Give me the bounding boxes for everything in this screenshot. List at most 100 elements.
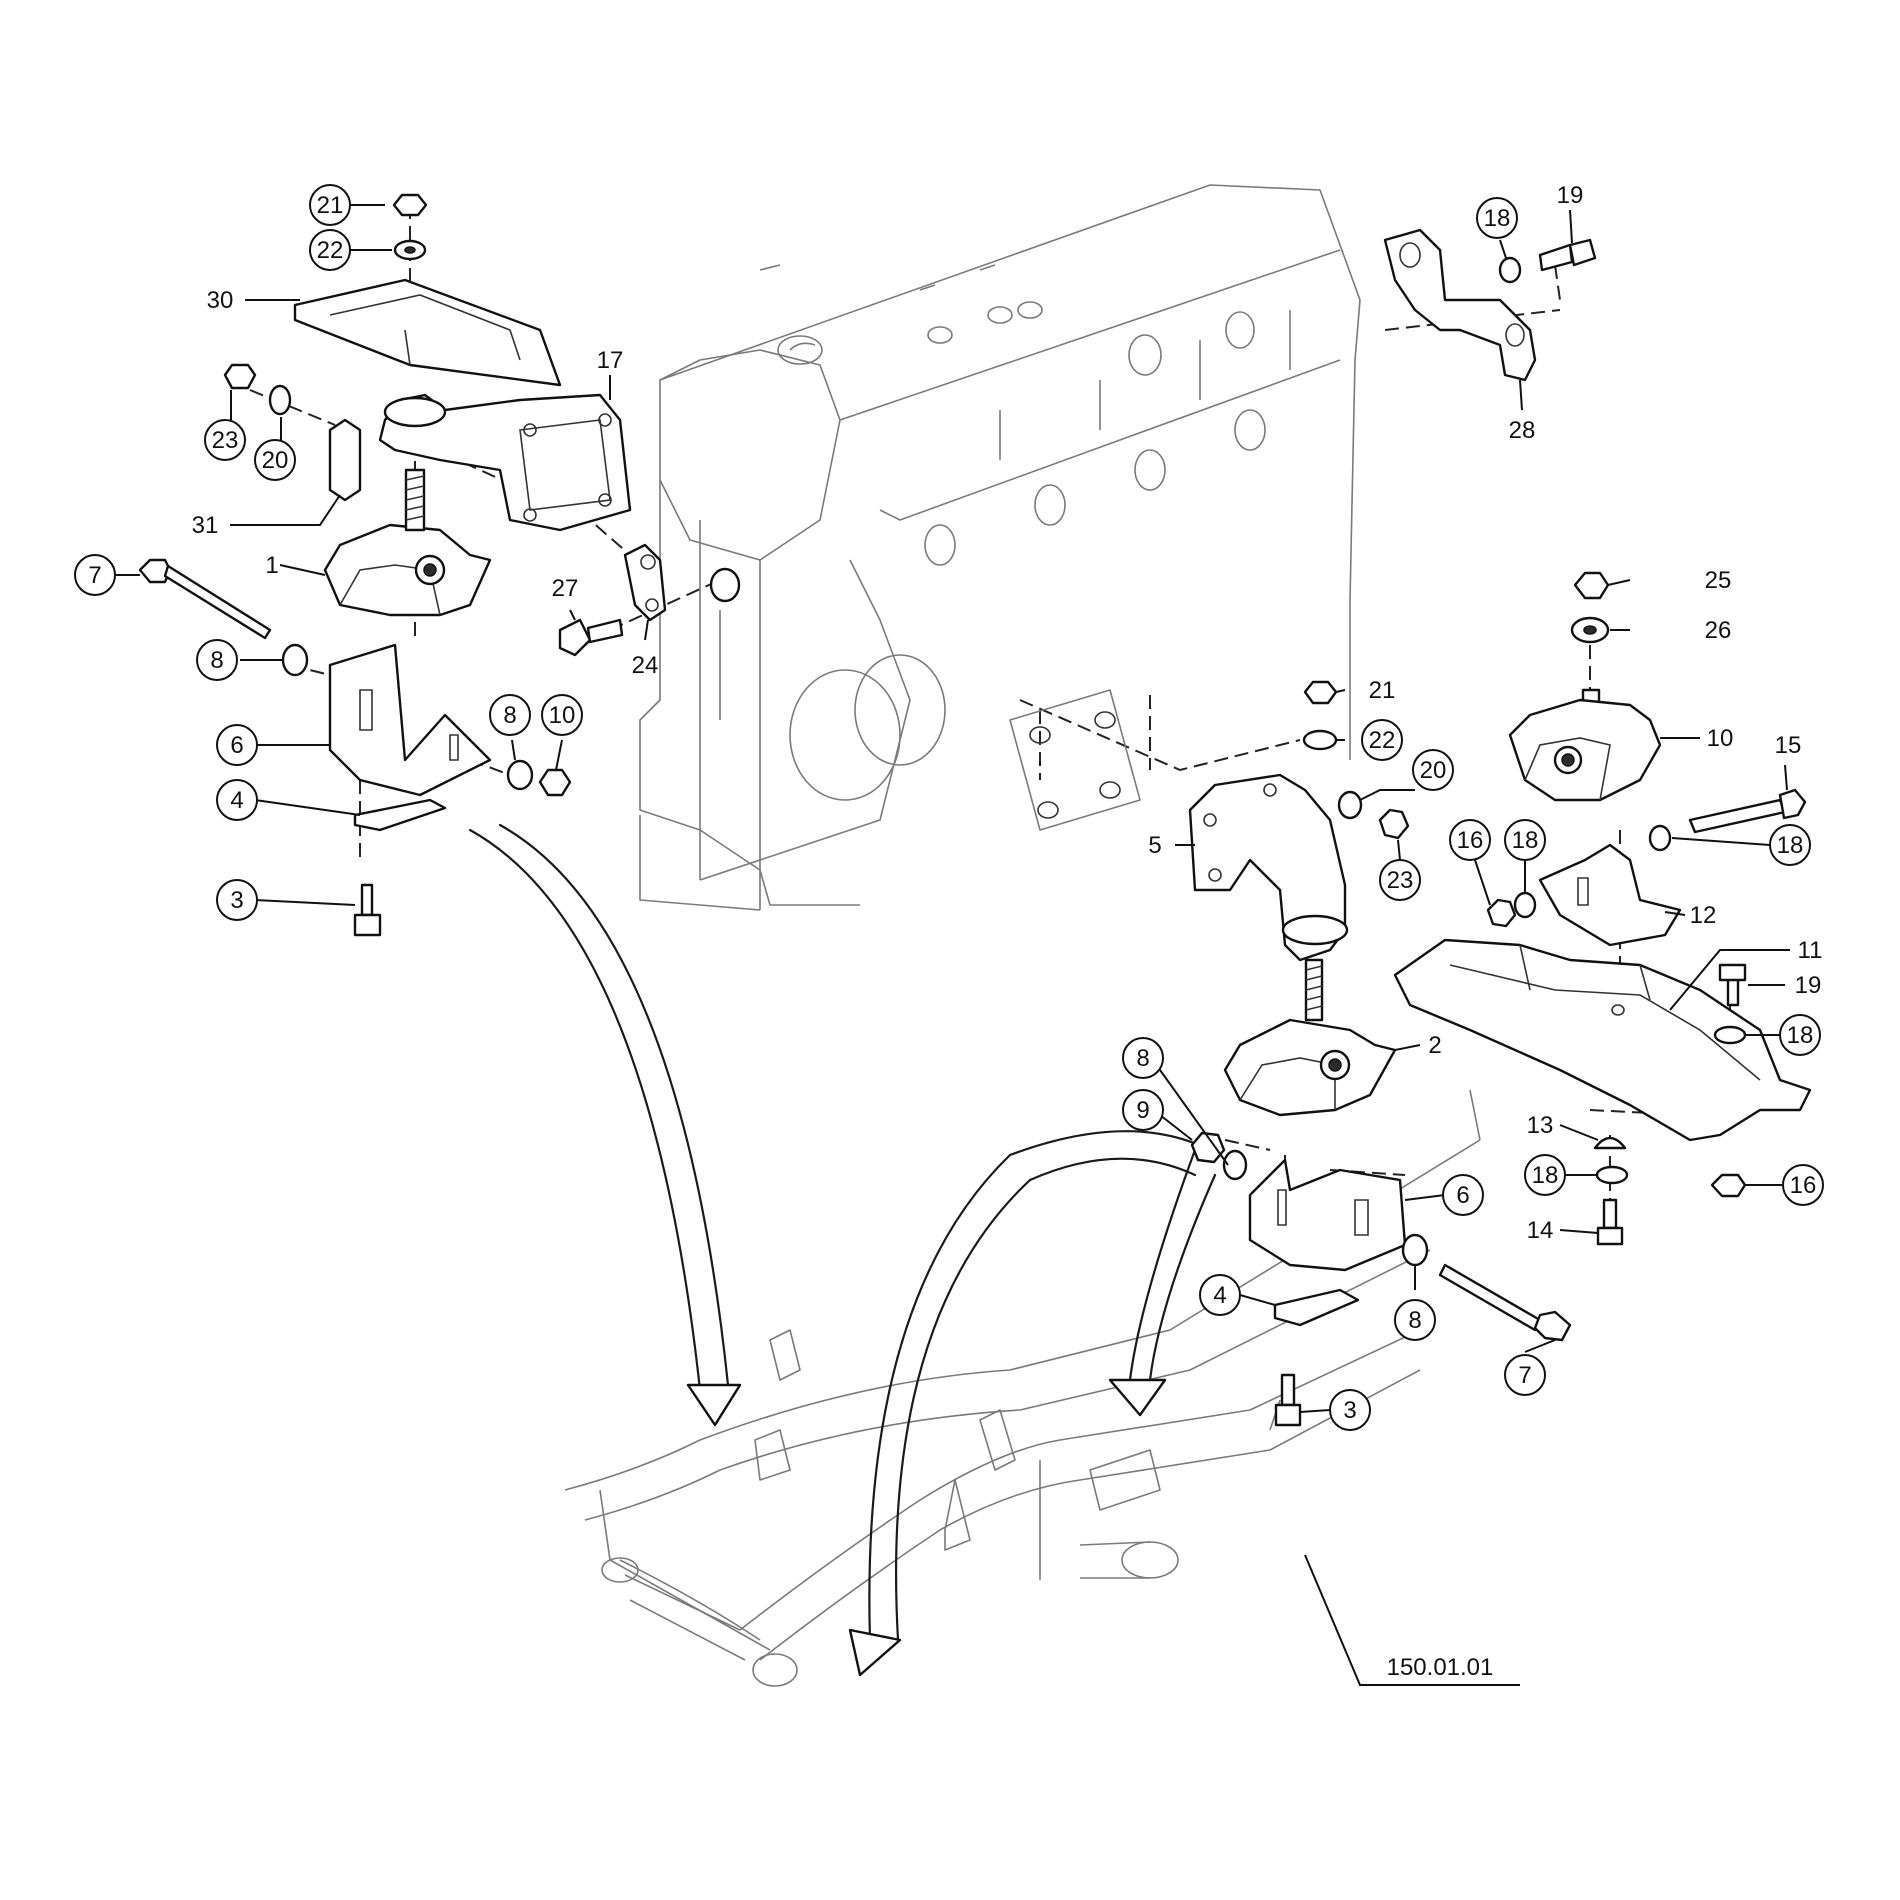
callout-circle [1122,1089,1164,1131]
rubber-mount-10 [1508,698,1662,802]
bolt-3 [360,883,374,917]
callout-number: 23 [212,427,239,454]
bracket-6 [328,643,492,797]
callout-number: 3 [230,887,243,914]
callout-11: 11 [1798,937,1823,964]
callout-22: 22 [309,229,351,271]
callout-number: 3 [1343,1397,1356,1424]
callout-circle [254,439,296,481]
callout-number: 31 [192,512,219,539]
nut-16-right [1710,1173,1747,1198]
nut-16 [1486,898,1517,928]
callout-number: 10 [549,702,576,729]
callout-number: 2 [1428,1032,1441,1059]
callout-number: 10 [1707,725,1734,752]
callout-circle [216,724,258,766]
callout-number: 8 [1408,1307,1421,1334]
callout-number: 23 [1387,867,1414,894]
callout-number: 6 [230,732,243,759]
callout-circle [1394,1299,1436,1341]
nut-21-center [1303,680,1338,705]
bolt-19-right [1726,976,1740,1007]
plate-4-center [1273,1288,1360,1327]
callout-20: 20 [254,439,296,481]
callout-24: 24 [632,652,659,679]
bracket-28-group [1383,228,1597,382]
callout-number: 18 [1512,827,1539,854]
washer-18 [1498,256,1522,284]
callout-31: 31 [192,512,219,539]
nut-21 [392,193,428,217]
callout-number: 18 [1777,832,1804,859]
callout-number: 20 [262,447,289,474]
callout-28: 28 [1509,417,1536,444]
callout-number: 16 [1457,827,1484,854]
callout-8: 8 [1394,1299,1436,1341]
callout-27: 27 [552,575,579,602]
callout-circle [1122,1037,1164,1079]
callout-number: 20 [1420,757,1447,784]
callout-circle [1361,719,1403,761]
bracket-28 [1383,228,1537,382]
right-mount-group [1393,571,1812,1246]
left-mount-group [138,193,632,937]
callout-circle [1412,749,1454,791]
callout-23: 23 [204,419,246,461]
callout-circle [1504,1354,1546,1396]
callout-23: 23 [1379,859,1421,901]
nut-25 [1573,571,1610,600]
callout-3: 3 [216,879,258,921]
bolt-19 [1538,243,1574,272]
callout-number: 4 [230,787,243,814]
callout-number: 6 [1456,1182,1469,1209]
callout-number: 28 [1509,417,1536,444]
callout-circle [216,779,258,821]
callout-number: 17 [597,347,624,374]
callout-number: 11 [1798,937,1823,964]
callout-number: 24 [632,652,659,679]
callout-30: 30 [207,287,234,314]
washer-18-b [1513,891,1537,919]
callout-circle [1524,1154,1566,1196]
rubber-mount-1 [323,523,492,617]
nut-10 [538,768,572,797]
callout-number: 25 [1705,567,1732,594]
callout-10: 10 [1707,725,1734,752]
callout-number: 26 [1705,617,1732,644]
callout-18: 18 [1524,1154,1566,1196]
callout-number: 19 [1557,182,1584,209]
callout-7: 7 [74,554,116,596]
callout-circle [204,419,246,461]
center-parts [558,543,741,657]
plate-30 [293,278,562,387]
callout-18: 18 [1476,197,1518,239]
callout-4: 4 [216,779,258,821]
callout-number: 8 [503,702,516,729]
callout-13: 13 [1527,1112,1554,1139]
callout-number: 18 [1532,1162,1559,1189]
callout-number: 15 [1775,732,1802,759]
callout-number: 7 [88,562,101,589]
callout-14: 14 [1527,1217,1554,1244]
callout-8: 8 [1122,1037,1164,1079]
callout-6: 6 [216,724,258,766]
callout-15: 15 [1775,732,1802,759]
callout-number: 19 [1795,972,1822,999]
bolt-3-center [1280,1373,1296,1407]
callout-26: 26 [1705,617,1732,644]
washer-8-center [1222,1149,1248,1181]
callout-18: 18 [1504,819,1546,861]
callout-number: 22 [317,237,344,264]
cap-13 [1593,1136,1627,1150]
callout-8: 8 [489,694,531,736]
callout-number: 18 [1484,205,1511,232]
washer-18-d [1713,1025,1747,1045]
callout-5: 5 [1148,832,1161,859]
callout-number: 13 [1527,1112,1554,1139]
callout-6: 6 [1442,1174,1484,1216]
bolt-14 [1602,1198,1618,1230]
center-right-mount-group [1009,680,1572,1427]
washer-18-e [1595,1165,1629,1185]
